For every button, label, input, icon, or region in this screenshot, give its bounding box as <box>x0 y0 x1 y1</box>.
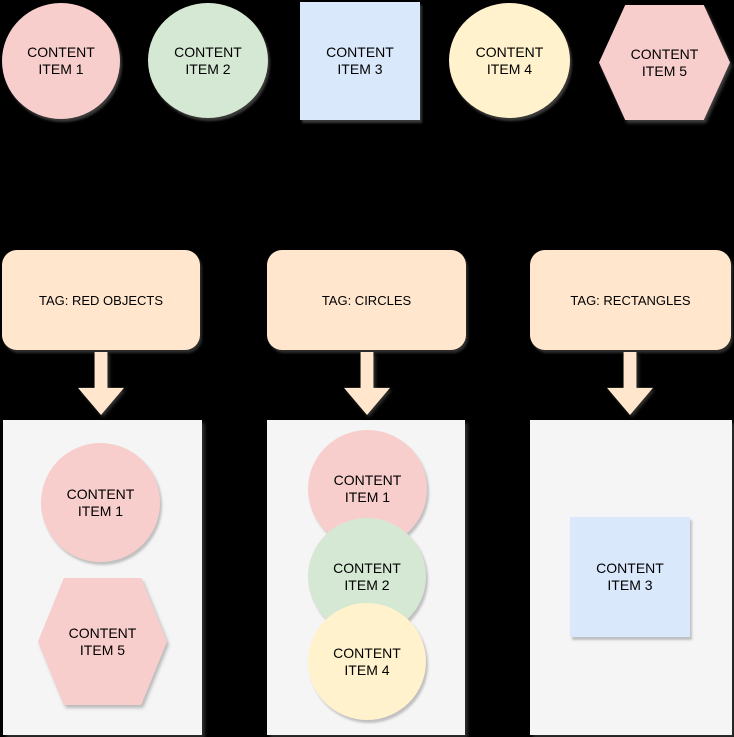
tag-rectangles-label: TAG: RECTANGLES <box>570 292 691 308</box>
tag-circles: TAG: CIRCLES <box>267 250 466 350</box>
contained-item-label: CONTENT ITEM 1 <box>333 472 402 505</box>
arrow-shape <box>78 352 124 415</box>
arrow-down-red-objects-icon <box>78 352 124 415</box>
arrow-down-rectangles-icon <box>607 352 653 415</box>
content-item-2-label: CONTENT ITEM 2 <box>174 43 242 77</box>
tag-red-objects: TAG: RED OBJECTS <box>2 250 200 350</box>
content-item-4-label: CONTENT ITEM 4 <box>475 43 544 77</box>
contained-item-label: CONTENT ITEM 2 <box>333 559 401 593</box>
content-item-3-label: CONTENT ITEM 3 <box>326 44 394 77</box>
tag-red-objects-label: TAG: RED OBJECTS <box>39 292 163 308</box>
content-item-3: CONTENT ITEM 3 <box>300 2 420 120</box>
container-red-objects-item-5: CONTENT ITEM 5 <box>38 578 167 705</box>
arrow-down-circles-icon <box>344 352 390 415</box>
content-item-5: CONTENT ITEM 5 <box>599 5 730 120</box>
content-item-5-label: CONTENT ITEM 5 <box>630 45 699 79</box>
contained-item-label: CONTENT ITEM 4 <box>333 644 401 678</box>
container-circles-item-4: CONTENT ITEM 4 <box>308 603 426 720</box>
container-red-objects-item-1: CONTENT ITEM 1 <box>41 443 160 562</box>
arrow-shape <box>344 352 390 415</box>
arrow-shape <box>607 352 653 415</box>
hexagon-shape: CONTENT ITEM 5 <box>38 578 167 705</box>
contained-item-label: CONTENT ITEM 1 <box>66 485 135 519</box>
content-item-2: CONTENT ITEM 2 <box>148 3 268 118</box>
contained-item-label: CONTENT ITEM 3 <box>596 560 664 593</box>
content-item-1: CONTENT ITEM 1 <box>2 3 120 119</box>
content-item-4: CONTENT ITEM 4 <box>449 3 570 118</box>
tag-circles-label: TAG: CIRCLES <box>321 292 412 308</box>
container-rectangles: CONTENT ITEM 3 <box>530 420 732 735</box>
contained-item-label: CONTENT ITEM 5 <box>68 624 137 658</box>
container-red-objects: CONTENT ITEM 1 CONTENT ITEM 5 <box>3 420 202 735</box>
content-item-1-label: CONTENT ITEM 1 <box>27 44 95 77</box>
container-rectangles-item-3: CONTENT ITEM 3 <box>570 517 690 637</box>
container-circles: CONTENT ITEM 1 CONTENT ITEM 2 CONTENT IT… <box>267 420 465 735</box>
hexagon-shape: CONTENT ITEM 5 <box>599 5 730 120</box>
tag-rectangles: TAG: RECTANGLES <box>530 250 731 350</box>
